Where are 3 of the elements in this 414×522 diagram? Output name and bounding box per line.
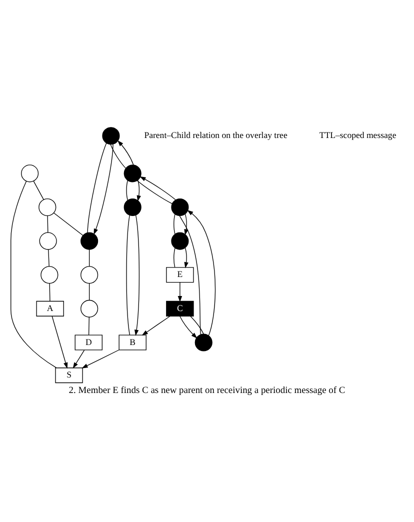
legend-label: TTL–scoped message	[319, 130, 396, 140]
caption: 2. Member E finds C as new parent on receiving a periodic message of C	[68, 386, 346, 396]
legend-label: Parent–Child relation on the overlay tree	[144, 130, 288, 140]
